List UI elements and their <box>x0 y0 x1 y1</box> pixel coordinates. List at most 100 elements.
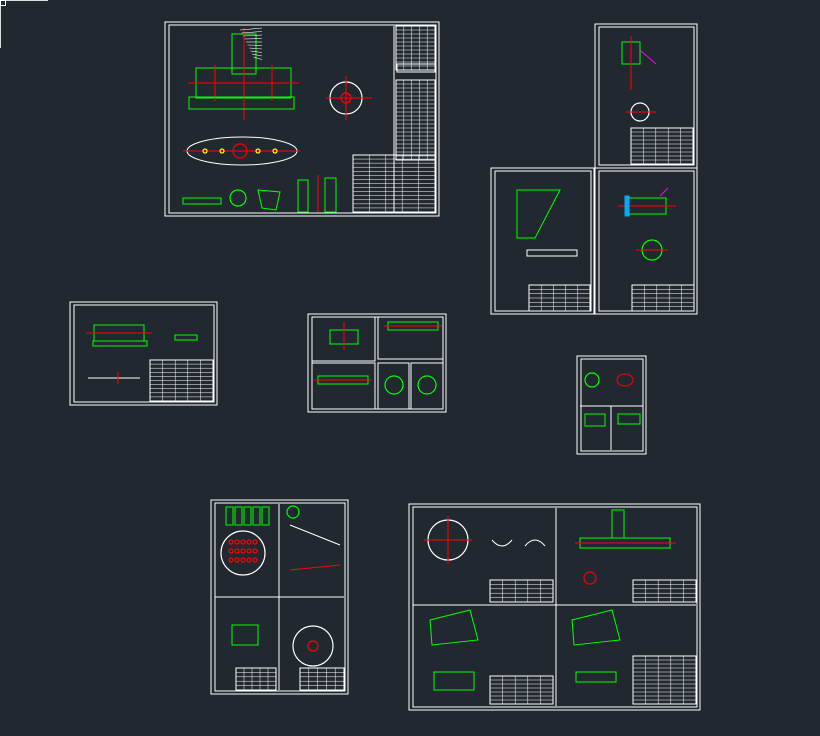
tube-hole <box>252 557 258 563</box>
tube-hole <box>252 539 258 545</box>
drawing-sheet-part-sheet-f <box>576 355 647 455</box>
drawing-sheet-part-sheet-h <box>408 503 701 711</box>
sheet-inner-border <box>73 304 215 403</box>
drawing-sheet-assembly-drawing <box>164 21 440 217</box>
drawing-sheet-part-sheet-a <box>594 23 698 169</box>
flange-circle <box>286 505 300 519</box>
subsheet <box>311 316 376 362</box>
saddle-plan <box>575 671 617 683</box>
sheet-outer-border <box>69 301 218 406</box>
leader-line <box>253 56 263 60</box>
tube-hole <box>246 539 252 545</box>
title-block <box>632 579 697 603</box>
title-block <box>395 25 436 71</box>
tube-hole <box>228 548 234 554</box>
saddle-profile <box>429 609 479 646</box>
sheet-outer-border <box>594 167 698 315</box>
part-ellipse <box>616 373 634 387</box>
tube-bundle-segment <box>252 506 261 526</box>
dished-head <box>491 539 513 547</box>
subsheet <box>311 362 376 410</box>
drawing-sheet-part-sheet-e <box>307 313 447 413</box>
nozzle-body <box>611 509 625 539</box>
drawing-sheet-part-sheet-c <box>594 167 698 315</box>
tube-hole <box>234 548 240 554</box>
nozzle-marker <box>272 148 278 154</box>
head-circle <box>292 625 334 667</box>
sheet-outer-border <box>164 21 440 217</box>
title-block <box>235 667 277 691</box>
detail-flange <box>229 189 247 207</box>
sheet-outer-border <box>594 23 698 169</box>
ucs-axis-y <box>0 0 1 48</box>
part-profile <box>617 413 641 425</box>
part-circle <box>584 372 600 388</box>
sheet-outer-border <box>408 503 701 711</box>
leader-line <box>248 47 263 50</box>
leader-line <box>250 50 263 53</box>
saddle-profile <box>571 609 621 646</box>
tube-hole <box>234 539 240 545</box>
leader-line <box>241 31 263 34</box>
flange-circle <box>384 375 404 395</box>
sheet-inner-border <box>598 26 695 166</box>
leader-line <box>251 53 263 57</box>
title-block <box>630 127 694 165</box>
flange-marker <box>624 195 630 217</box>
sheet-outer-border <box>307 313 447 413</box>
drawing-sheet-part-sheet-b <box>490 167 595 315</box>
nozzle-marker <box>219 148 225 154</box>
detail-part <box>182 197 222 205</box>
tubesheet-outline <box>220 530 266 576</box>
shell-support <box>92 340 148 347</box>
tube-hole <box>234 557 240 563</box>
leader-line <box>239 27 263 31</box>
drawing-sheet-part-sheet-g <box>210 499 349 695</box>
head-center <box>307 640 319 652</box>
tube-hole <box>240 557 246 563</box>
tube-bundle-segment <box>234 506 243 526</box>
leader-line <box>247 44 263 46</box>
dimension-leader <box>639 49 657 65</box>
leader-line <box>242 34 263 37</box>
subsheet <box>377 316 444 360</box>
tube-hole <box>240 548 246 554</box>
nozzle-marker <box>255 148 261 154</box>
title-block <box>489 579 554 603</box>
title-block <box>299 667 345 691</box>
tube-hole <box>228 557 234 563</box>
tube-bundle-segment <box>243 506 252 526</box>
taper-line <box>289 564 341 571</box>
sheet-inner-border <box>412 506 698 708</box>
flange-circle <box>417 375 437 395</box>
nozzle-marker <box>202 148 208 154</box>
part-profile <box>584 413 606 427</box>
sheet-inner-border <box>580 358 644 452</box>
gusset-plate <box>516 189 561 239</box>
leader-line <box>244 38 263 40</box>
sheet-outer-border <box>210 499 349 695</box>
title-block <box>489 675 554 705</box>
plate-strip <box>526 249 578 257</box>
tube-hole <box>240 539 246 545</box>
subsheet <box>377 362 410 410</box>
detail-support-right <box>324 177 337 213</box>
taper-line <box>289 524 341 546</box>
detail-bracket <box>257 189 281 211</box>
sheet-outer-border <box>490 167 595 315</box>
tube-hole <box>228 539 234 545</box>
nozzle-section <box>583 571 597 585</box>
sheet-inner-border <box>494 170 592 312</box>
detail-plate <box>174 334 198 341</box>
saddle-plan <box>433 671 475 691</box>
sheet-inner-border <box>168 24 437 214</box>
dished-head <box>524 539 546 547</box>
dimension-leader <box>659 187 669 197</box>
tube-hole <box>246 557 252 563</box>
ucs-axis-x <box>0 0 48 1</box>
tube-bundle-segment <box>261 506 270 526</box>
drawing-sheet-part-sheet-d <box>69 301 218 406</box>
plan-view-manway <box>232 143 248 159</box>
detail-support-left <box>297 179 309 213</box>
